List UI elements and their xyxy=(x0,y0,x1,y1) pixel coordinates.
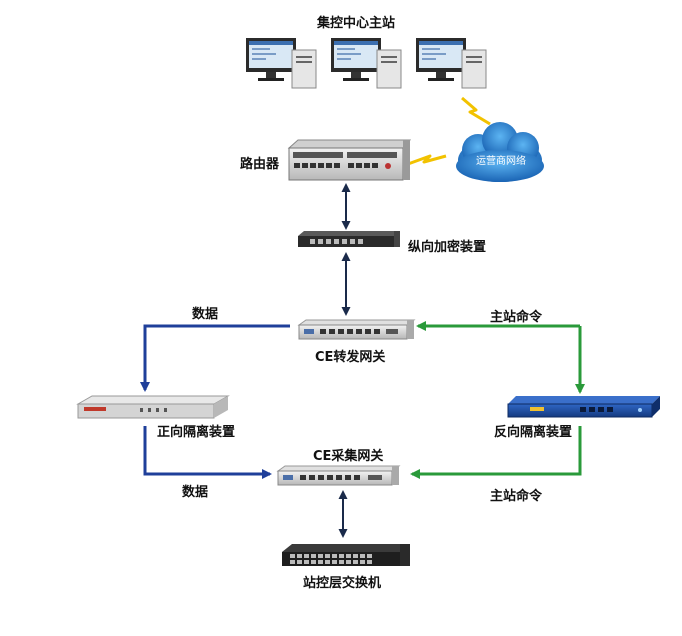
forward-isolation-device-icon xyxy=(76,395,230,419)
command-label-top: 主站命令 xyxy=(490,310,543,325)
lightning-icon xyxy=(461,96,491,126)
cloud-icon xyxy=(456,122,544,182)
ce-collect-gateway-icon xyxy=(276,465,401,486)
encryption-device-icon xyxy=(298,231,400,247)
control-center-label: 集控中心主站 xyxy=(317,16,396,31)
data-label-bottom: 数据 xyxy=(182,485,209,500)
cloud-label: 运营商网络 xyxy=(476,156,526,167)
workstation-icon xyxy=(246,38,317,89)
data-flow-arrow-top xyxy=(140,324,290,392)
workstation-icon xyxy=(331,38,402,89)
reverse-isolation-label: 反向隔离装置 xyxy=(494,425,573,440)
network-switch-icon xyxy=(282,544,410,566)
reverse-isolation-device-icon xyxy=(507,396,660,418)
data-flow-arrow-bottom xyxy=(143,426,272,479)
router-device-icon xyxy=(287,139,412,181)
encryption-label: 纵向加密装置 xyxy=(408,240,487,255)
lightning-icon xyxy=(407,154,447,166)
switch-label: 站控层交换机 xyxy=(303,576,382,591)
data-label-top: 数据 xyxy=(192,307,219,322)
ce-collect-label: CE采集网关 xyxy=(313,449,384,464)
command-label-bottom: 主站命令 xyxy=(490,489,543,504)
ce-forward-gateway-icon xyxy=(297,319,416,340)
forward-isolation-label: 正向隔离装置 xyxy=(157,425,236,440)
router-label: 路由器 xyxy=(240,157,280,172)
ce-forward-label: CE转发网关 xyxy=(315,350,386,365)
command-flow-arrow-bottom xyxy=(410,426,582,479)
workstation-icon xyxy=(416,38,487,89)
